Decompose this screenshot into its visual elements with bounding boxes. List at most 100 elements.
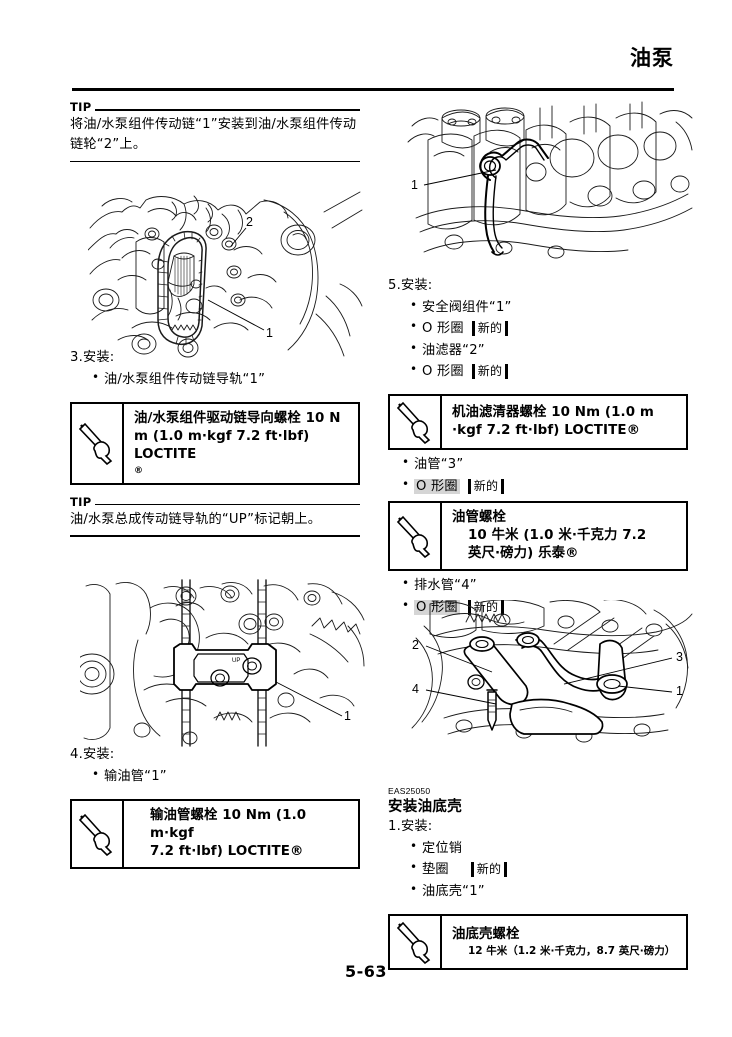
figure-callout-1: 1 (266, 326, 273, 340)
spec-line-2: ·kgf 7.2 ft·lbf) LOCTITE® (452, 423, 641, 439)
section-step-1-heading: 1.安装: (388, 819, 433, 835)
eas-number: EAS25050 (388, 786, 431, 797)
figure-oil-pipe-routing: 2 4 3 1 (404, 600, 694, 745)
new-part-badge: 新的 (471, 363, 509, 379)
list-item: 定位销 (410, 837, 688, 859)
bullet-text: O 形圈 (422, 363, 464, 379)
list-item: 油管“3” (402, 453, 688, 475)
tip-body: 将油/水泵组件传动链“1”安装到油/水泵组件传动链轮“2”上。 (70, 117, 357, 152)
bullet-text: 油滤器“2” (422, 342, 485, 358)
page-title: 油泵 (630, 46, 674, 70)
torque-spec-text: 油底壳螺栓 12 牛米（1.2 米·千克力，8.7 英尺·磅力） (442, 916, 686, 968)
torque-spec-text: 机油滤清器螺栓 10 Nm (1.0 m ·kgf 7.2 ft·lbf) LO… (442, 396, 686, 448)
spec-line-1: 油/水泵组件驱动链导向螺栓 10 N (134, 411, 341, 427)
tip-body: 油/水泵总成传动链导轨的“UP”标记朝上。 (70, 511, 322, 527)
spec-line-2: 12 牛米（1.2 米·千克力，8.7 英尺·磅力） (468, 944, 676, 957)
list-item: 油滤器“2” (410, 339, 688, 361)
tip-rule (95, 109, 360, 111)
tip-header: TIP (70, 100, 360, 114)
section-step-1-bullets: 定位销 垫圈 新的 油底壳“1” (388, 837, 688, 902)
step-4-heading: 4.安装: (70, 746, 115, 762)
torque-spec-oil-pipe-bolt: 油管螺栓 10 牛米 (1.0 米·千克力 7.2 英尺·磅力) 乐泰® (388, 501, 688, 572)
tip-label: TIP (70, 494, 92, 509)
torque-spec-oil-pan-bolt: 油底壳螺栓 12 牛米（1.2 米·千克力，8.7 英尺·磅力） (388, 914, 688, 970)
tip-rule (95, 503, 360, 506)
torque-spec-text: 输油管螺栓 10 Nm (1.0 m·kgf 7.2 ft·lbf) LOCTI… (124, 801, 358, 867)
section-title: 安装油底壳 (388, 799, 462, 816)
torque-spec-text: 油/水泵组件驱动链导向螺栓 10 N m (1.0 m·kgf 7.2 ft·l… (124, 404, 358, 482)
figure-callout-4: 4 (412, 682, 419, 696)
figure-callout-1: 1 (676, 684, 683, 698)
bullet-text: 输油管“1” (104, 768, 167, 784)
page-number: 5-63 (344, 962, 388, 981)
torque-wrench-icon (72, 801, 124, 868)
bullet-text: 定位销 (422, 840, 463, 856)
spec-line-1: 输油管螺栓 10 Nm (1.0 m·kgf (150, 808, 307, 842)
step-3-heading: 3.安装: (70, 350, 115, 366)
torque-wrench-icon (72, 404, 124, 483)
spec-line-1: 机油滤清器螺栓 10 Nm (1.0 m (452, 405, 654, 421)
bullet-text: 垫圈 (422, 862, 449, 878)
tip-bottom-rule (70, 160, 360, 163)
header-divider (72, 88, 674, 91)
torque-spec-chain-guide-bolt: 油/水泵组件驱动链导向螺栓 10 N m (1.0 m·kgf 7.2 ft·l… (70, 402, 360, 485)
list-item: 排水管“4” (402, 574, 688, 596)
new-part-badge: 新的 (470, 862, 508, 878)
bullet-text: 安全阀组件“1” (422, 299, 512, 315)
figure-callout-2: 2 (412, 638, 419, 652)
new-part-badge: 新的 (467, 599, 505, 615)
tip-bottom-rule (70, 535, 360, 537)
list-item: 安全阀组件“1” (410, 296, 688, 318)
svg-text:UP: UP (232, 658, 240, 664)
torque-wrench-icon (390, 396, 442, 449)
list-item: 输油管“1” (92, 765, 360, 787)
step-3-bullets: 油/水泵组件传动链导轨“1” (70, 368, 360, 390)
torque-spec-oil-filter-bolt: 机油滤清器螺栓 10 Nm (1.0 m ·kgf 7.2 ft·lbf) LO… (388, 394, 688, 451)
spec-line-2: m (1.0 m·kgf 7.2 ft·lbf) LOCTITE (134, 429, 310, 463)
figure-callout-1: 1 (411, 178, 418, 192)
torque-wrench-icon (390, 503, 442, 570)
spec-line-2: 7.2 ft·lbf) LOCTITE® (150, 844, 304, 860)
figure-oil-water-pump-drive-chain: 2 1 (88, 188, 363, 360)
tip-label: TIP (70, 100, 92, 114)
new-part-badge: 新的 (467, 478, 505, 494)
bullet-text: O 形圈 (414, 478, 460, 494)
torque-wrench-icon (390, 916, 442, 968)
bullet-text: 油/水泵组件传动链导轨“1” (104, 371, 266, 387)
list-item: 垫圈 新的 (410, 858, 688, 880)
figure-callout-2: 2 (246, 215, 253, 229)
step-5-heading: 5.安装: (388, 278, 433, 293)
new-part-badge: 新的 (471, 321, 509, 337)
list-item: 油/水泵组件传动链导轨“1” (92, 368, 360, 390)
spec-line-1: 油管螺栓 (452, 510, 506, 526)
tip-block-2: TIP 油/水泵总成传动链导轨的“UP”标记朝上。 (70, 495, 360, 537)
torque-spec-text: 油管螺栓 10 牛米 (1.0 米·千克力 7.2 英尺·磅力) 乐泰® (442, 503, 686, 569)
figure-callout-1: 1 (344, 709, 351, 723)
spec-line-2: 10 牛米 (1.0 米·千克力 7.2 (468, 528, 647, 544)
left-column: TIP 将油/水泵组件传动链“1”安装到油/水泵组件传动链轮“2”上。 3.安装… (70, 100, 360, 873)
figure-callout-3: 3 (676, 650, 683, 664)
list-item: 油底壳“1” (410, 880, 688, 902)
spec-line-1: 油底壳螺栓 (452, 926, 520, 942)
figure-relief-valve-assembly: 1 (404, 100, 694, 265)
bullet-text: O 形圈 (422, 321, 464, 337)
figure-chain-guide-installed: UP 1 (80, 578, 368, 750)
bullet-text: 排水管“4” (414, 578, 477, 594)
spec-line-3: 英尺·磅力) 乐泰® (468, 546, 579, 562)
step-4-bullets: 输油管“1” (70, 765, 360, 787)
tip-header: TIP (70, 495, 360, 509)
bullet-text: 油管“3” (414, 457, 464, 473)
torque-spec-oil-delivery-pipe-bolt: 输油管螺栓 10 Nm (1.0 m·kgf 7.2 ft·lbf) LOCTI… (70, 799, 360, 870)
tip-block-1: TIP 将油/水泵组件传动链“1”安装到油/水泵组件传动链轮“2”上。 (70, 100, 360, 163)
spec-line-3: ® (134, 465, 144, 476)
bullet-text: O 形圈 (414, 599, 460, 615)
